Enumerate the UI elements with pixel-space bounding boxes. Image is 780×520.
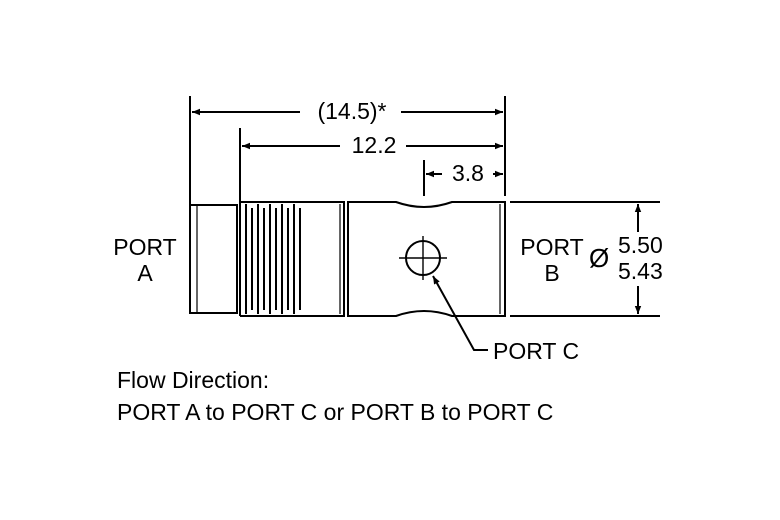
port-a-cap [189, 204, 238, 314]
port-c-label: PORT C [493, 338, 580, 364]
port-c-leader [432, 275, 488, 351]
diameter-symbol: Ø [589, 243, 610, 273]
diameter-max-label: 5.50 [615, 232, 666, 258]
port-b-label-line2: B [544, 260, 560, 286]
port-b-label-line1: PORT [520, 234, 584, 260]
port-c-offset-label: 3.8 [443, 160, 493, 186]
port-a-label-line1: PORT [113, 234, 177, 260]
flow-direction-heading: Flow Direction: [117, 367, 270, 393]
port-a-label-line2: A [137, 260, 153, 286]
diameter-min-label: 5.43 [615, 258, 666, 284]
body-length-label: 12.2 [342, 132, 406, 158]
body-middle [306, 201, 345, 317]
body-right [347, 201, 506, 317]
flow-direction-text: PORT A to PORT C or PORT B to PORT C [117, 399, 554, 425]
groove-section [239, 201, 306, 317]
overall-length-label: (14.5)* [303, 98, 401, 124]
